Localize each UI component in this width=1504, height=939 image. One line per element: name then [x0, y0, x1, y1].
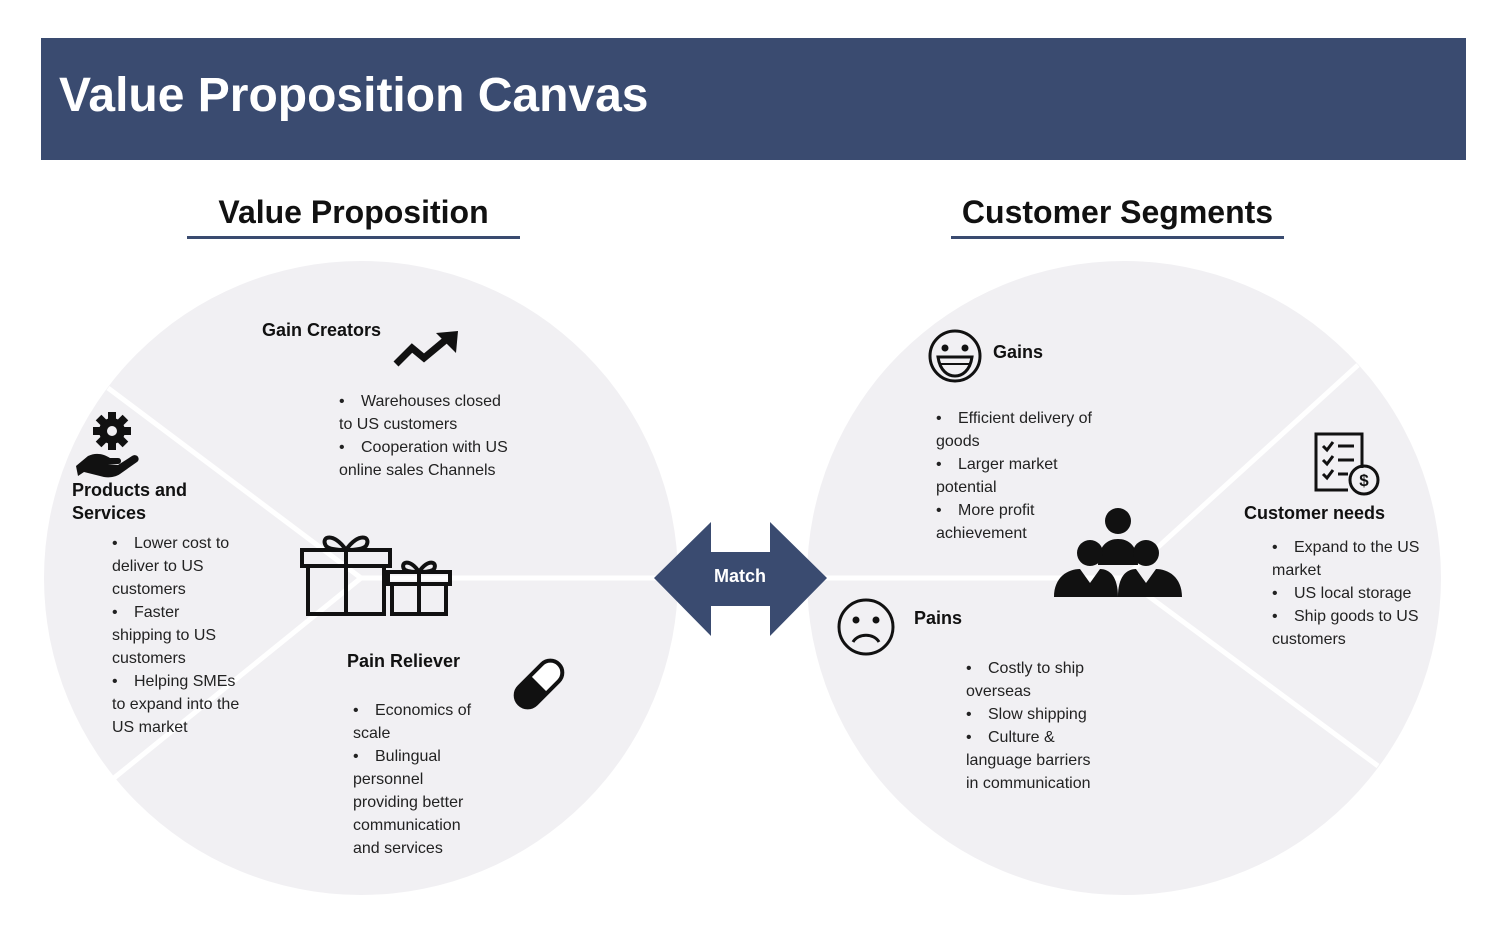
- list-item: •US local storage: [1272, 585, 1412, 602]
- pill-icon: [513, 658, 565, 710]
- customer-needs-heading: Customer needs: [1244, 503, 1386, 523]
- customer-segments-underline: [951, 236, 1284, 239]
- list-item: •Helping SMEs to expand into the US mark…: [112, 673, 240, 736]
- gain-creators-heading: Gain Creators: [262, 320, 382, 340]
- list-item: •Efficient delivery of goods: [936, 410, 1092, 450]
- checklist-dollar-icon: $: [1314, 432, 1380, 496]
- gift-boxes-icon: [300, 535, 452, 616]
- products-services-heading: Products and Services: [72, 480, 188, 523]
- pains-heading: Pains: [914, 608, 963, 628]
- list-item: •Cooperation with US online sales Channe…: [339, 439, 508, 479]
- pain-reliever-heading: Pain Reliever: [347, 651, 461, 671]
- cs-divider-upper: [1122, 363, 1360, 580]
- list-item: •Larger market potential: [936, 456, 1058, 496]
- page-title: Value Proposition Canvas: [59, 69, 649, 122]
- pains-list: •Costly to ship overseas •Slow shipping …: [966, 657, 1098, 795]
- list-item: •Lower cost to deliver to US customers: [112, 535, 230, 598]
- list-item: •Ship goods to US customers: [1272, 608, 1419, 648]
- match-label: Match: [713, 566, 766, 586]
- list-item: •Culture & language barriers in communic…: [966, 729, 1091, 792]
- list-item: •More profit achievement: [936, 502, 1035, 542]
- customer-segments-title: Customer Segments: [961, 194, 1274, 230]
- header-banner: Value Proposition Canvas: [41, 38, 1466, 160]
- cs-divider-lower: [1122, 575, 1380, 769]
- match-arrow: [654, 522, 827, 636]
- list-item: •Expand to the US market: [1272, 539, 1420, 579]
- value-proposition-title: Value Proposition: [218, 194, 489, 230]
- happy-face-icon: [928, 329, 982, 383]
- value-proposition-underline: [187, 236, 520, 239]
- gains-list: •Efficient delivery of goods •Larger mar…: [936, 407, 1104, 545]
- vp-divider-lower: [112, 576, 363, 780]
- list-item: •Costly to ship overseas: [966, 660, 1085, 700]
- pain-reliever-list: •Economics of scale •Bulingual personnel…: [353, 699, 473, 860]
- hand-gear-icon: [76, 412, 139, 478]
- list-item: •Warehouses closed to US customers: [339, 393, 501, 433]
- list-item: •Economics of scale: [353, 702, 472, 742]
- customer-needs-list: •Expand to the US market •US local stora…: [1272, 536, 1432, 651]
- vp-divider-upper: [106, 386, 363, 580]
- list-item: •Faster shipping to US customers: [112, 604, 217, 667]
- gains-heading: Gains: [993, 342, 1044, 362]
- people-group-icon: [1054, 508, 1182, 597]
- svg-text:$: $: [1359, 471, 1369, 490]
- list-item: •Bulingual personnel providing better co…: [353, 748, 464, 857]
- products-services-list: •Lower cost to deliver to US customers •…: [112, 532, 240, 739]
- gain-creators-list: •Warehouses closed to US customers •Coop…: [339, 390, 509, 482]
- sad-face-icon: [837, 598, 895, 656]
- trending-up-icon: [393, 331, 458, 367]
- list-item: •Slow shipping: [966, 706, 1087, 723]
